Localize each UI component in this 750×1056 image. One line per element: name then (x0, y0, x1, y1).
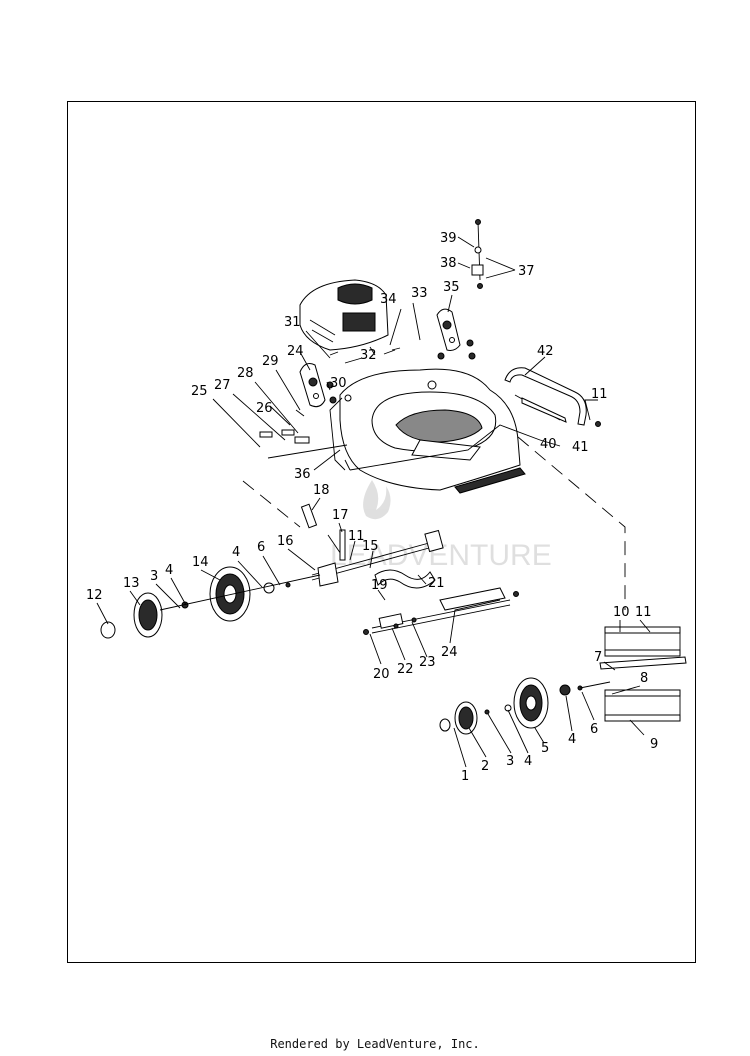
handle-bracket-right (436, 308, 461, 351)
motor-cover (299, 279, 389, 351)
callout-4c: 4 (165, 563, 173, 578)
callout-41: 41 (572, 440, 589, 455)
callout-35: 35 (443, 280, 460, 295)
handle-adjuster (471, 219, 484, 289)
left-wheel-set (100, 566, 321, 639)
callout-28: 28 (237, 366, 254, 381)
right-wheel-set (439, 677, 611, 735)
callout-15: 15 (362, 539, 379, 554)
callout-18: 18 (313, 483, 330, 498)
callout-31: 31 (284, 315, 301, 330)
diagram-frame (67, 101, 696, 963)
callout-29: 29 (262, 354, 279, 369)
callout-5: 5 (541, 741, 549, 756)
mower-deck (329, 368, 526, 494)
callout-26: 26 (256, 401, 273, 416)
callout-40: 40 (540, 437, 557, 452)
callout-10: 10 (613, 605, 630, 620)
callout-33: 33 (411, 286, 428, 301)
callout-17: 17 (332, 508, 349, 523)
handle-bracket-left (299, 363, 326, 408)
callout-25: 25 (191, 384, 208, 399)
callout-32: 32 (360, 348, 377, 363)
callout-20: 20 (373, 667, 390, 682)
assembly-guide-lines (242, 436, 626, 610)
callout-24: 24 (441, 645, 458, 660)
callout-6: 6 (590, 722, 598, 737)
leader-lines (96, 236, 651, 768)
callout-22: 22 (397, 662, 414, 677)
callout-12: 12 (86, 588, 103, 603)
footer-credit: Rendered by LeadVenture, Inc. (270, 1037, 480, 1051)
callout-27: 27 (214, 378, 231, 393)
height-adjust-axle (300, 503, 519, 635)
callout-24b: 24 (287, 344, 304, 359)
callout-30: 30 (330, 376, 347, 391)
callout-38: 38 (440, 256, 457, 271)
callout-7: 7 (594, 650, 602, 665)
callout-11b: 11 (591, 387, 608, 402)
callout-11c: 11 (348, 529, 365, 544)
callout-3: 3 (506, 754, 514, 769)
callout-11: 11 (635, 605, 652, 620)
callout-19: 19 (371, 578, 388, 593)
grass-bag-frame (504, 367, 601, 427)
callout-6b: 6 (257, 540, 265, 555)
callout-2: 2 (481, 759, 489, 774)
callout-labels: 1 2 3 4 5 4 6 7 8 9 10 11 11 11 12 13 3 … (86, 231, 658, 784)
callout-16: 16 (277, 534, 294, 549)
callout-36: 36 (294, 467, 311, 482)
callout-4d: 4 (232, 545, 240, 560)
handle-hardware (259, 339, 476, 444)
callout-4: 4 (524, 754, 532, 769)
callout-37: 37 (518, 264, 535, 279)
callout-3b: 3 (150, 569, 158, 584)
rear-flap-bars (599, 626, 687, 722)
callout-42: 42 (537, 344, 554, 359)
watermark-logo: LEADVENTURE (330, 480, 552, 572)
callout-9: 9 (650, 737, 658, 752)
callout-21: 21 (428, 576, 445, 591)
callout-4b: 4 (568, 732, 576, 747)
callout-34: 34 (380, 292, 397, 307)
callout-8: 8 (640, 671, 648, 686)
callout-14: 14 (192, 555, 209, 570)
callout-1: 1 (461, 769, 469, 784)
callout-13: 13 (123, 576, 140, 591)
callout-39: 39 (440, 231, 457, 246)
callout-23: 23 (419, 655, 436, 670)
